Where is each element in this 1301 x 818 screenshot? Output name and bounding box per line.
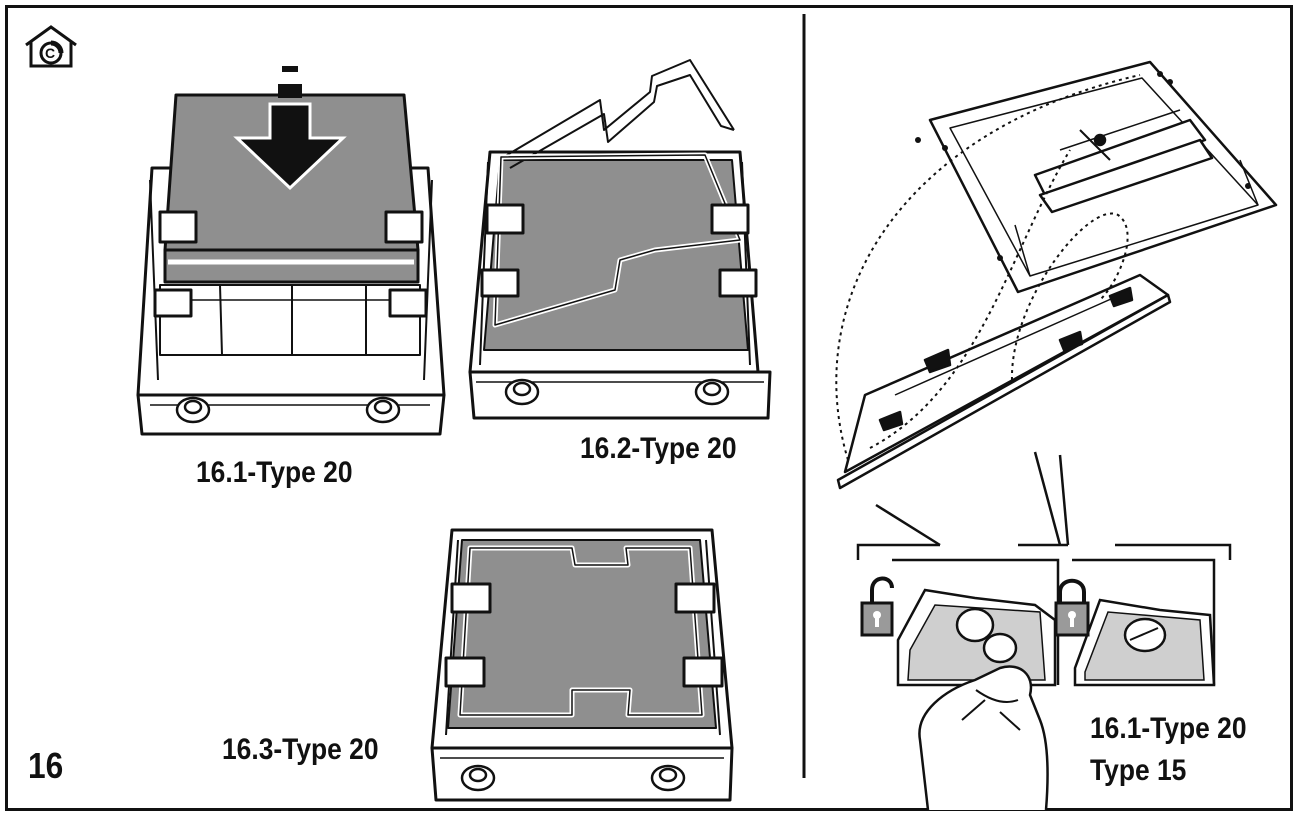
panel-16-3-label: 16.3-Type 20	[222, 733, 379, 766]
unlocked-padlock-icon	[860, 576, 894, 637]
house-recirculation-icon: C	[25, 25, 77, 68]
panel-16-3-drawing	[430, 528, 734, 802]
locked-detail-drawing	[1073, 598, 1216, 687]
down-arrow-icon	[233, 66, 347, 191]
unlocked-detail-drawing	[896, 588, 1057, 811]
panel-16-4-label-line1: 16.1-Type 20	[1090, 712, 1247, 745]
swing-path-arcs	[835, 74, 1141, 461]
panel-16-4-label-line2: Type 15	[1090, 754, 1187, 787]
panel-16-1-label: 16.1-Type 20	[196, 456, 353, 489]
detail-callout	[856, 451, 1232, 685]
page-number: 16	[28, 745, 64, 786]
panel-16-2-label: 16.2-Type 20	[580, 432, 737, 465]
svg-text:C: C	[45, 45, 55, 61]
panel-16-2-drawing	[468, 59, 772, 420]
locked-padlock-icon	[1054, 578, 1090, 637]
hood-underside-drawing	[836, 60, 1278, 490]
